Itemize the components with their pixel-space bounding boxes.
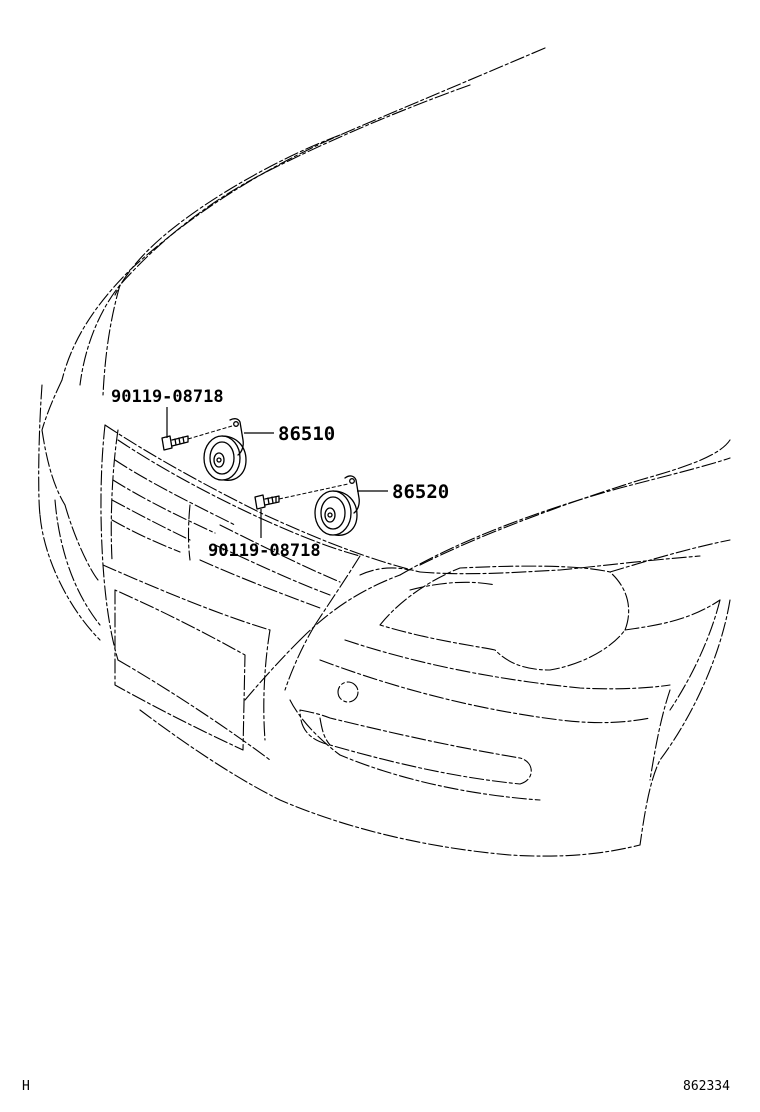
- label-bolt-upper: 90119-08718: [111, 387, 224, 407]
- bolt-lower: [254, 483, 349, 510]
- vehicle-front-outline: [38, 47, 731, 857]
- bolt-upper: [161, 425, 233, 451]
- figure-number: 862334: [683, 1079, 730, 1094]
- horn-86510: [203, 418, 247, 481]
- label-bolt-lower: 90119-08718: [208, 541, 321, 561]
- label-horn-86520: 86520: [392, 481, 449, 503]
- label-horn-86510: 86510: [278, 423, 335, 445]
- section-code: H: [22, 1079, 30, 1094]
- leader-lines: [166, 407, 388, 538]
- horn-86520: [314, 475, 360, 536]
